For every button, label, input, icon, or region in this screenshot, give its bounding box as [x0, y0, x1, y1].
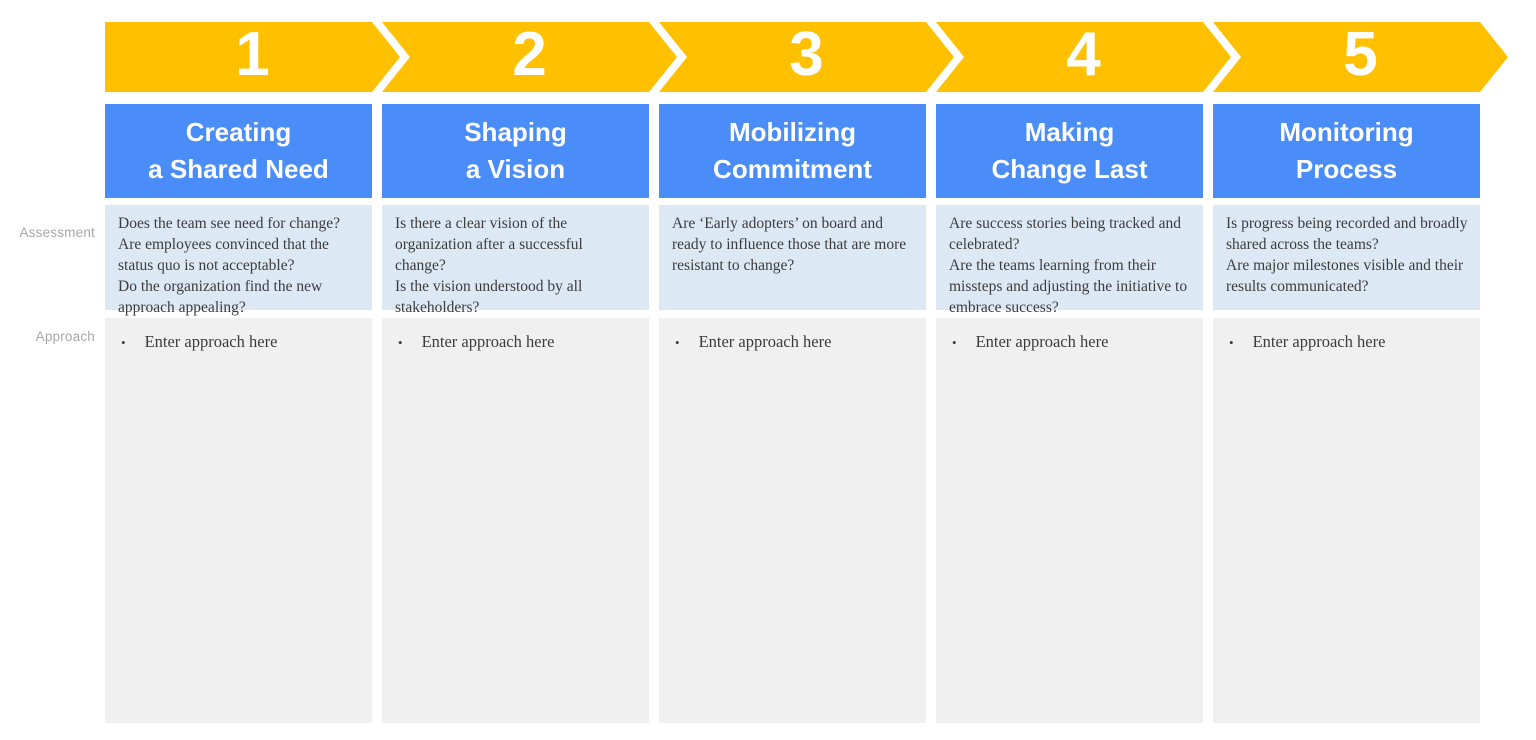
approach-box[interactable]: • Enter approach here [1213, 318, 1480, 723]
row-label-assessment: Assessment [19, 225, 95, 240]
bullet-icon: • [121, 335, 126, 350]
approach-item: • Enter approach here [119, 332, 360, 352]
assessment-question: Are success stories being tracked and ce… [949, 215, 1181, 253]
assessment-question: Is there a clear vision of the organizat… [395, 215, 583, 274]
step-title-line2: a Vision [465, 154, 566, 184]
step-chevron: 4 [936, 22, 1203, 92]
step-title-line1: Creating [185, 117, 292, 147]
step-number: 2 [512, 20, 547, 89]
step-chevron: 1 [105, 22, 372, 92]
assessment-question: Are employees convinced that the status … [118, 236, 329, 274]
approach-item: • Enter approach here [396, 332, 637, 352]
approach-placeholder-text[interactable]: Enter approach here [698, 332, 832, 351]
approach-item: • Enter approach here [1227, 332, 1468, 352]
assessment-question: Is the vision understood by all stakehol… [395, 278, 583, 316]
step-title-box: Making Change Last [936, 104, 1203, 198]
approach-box[interactable]: • Enter approach here [659, 318, 926, 723]
step-chevron: 2 [382, 22, 649, 92]
assessment-question: Do the organization find the new approac… [118, 278, 323, 316]
approach-placeholder-text[interactable]: Enter approach here [975, 332, 1109, 351]
row-label-approach: Approach [35, 329, 95, 344]
step-title-line1: Shaping [464, 117, 567, 147]
step-title-box: Monitoring Process [1213, 104, 1480, 198]
assessment-box: Are ‘Early adopters’ on board and ready … [659, 205, 926, 310]
approach-item: • Enter approach here [950, 332, 1191, 352]
approach-item: • Enter approach here [673, 332, 914, 352]
step-title-line2: Change Last [991, 154, 1148, 184]
assessment-question: Are major milestones visible and their r… [1226, 257, 1464, 295]
approach-placeholder-text[interactable]: Enter approach here [421, 332, 555, 351]
step-title-line2: Commitment [713, 154, 872, 184]
step-number: 4 [1066, 20, 1101, 89]
chevron-arrow-icon: 2 [382, 22, 677, 92]
step-title-line2: a Shared Need [148, 154, 329, 184]
assessment-box: Is there a clear vision of the organizat… [382, 205, 649, 316]
step-title-box: Shaping a Vision [382, 104, 649, 198]
chevron-arrow-icon: 4 [936, 22, 1231, 92]
bullet-icon: • [675, 335, 680, 350]
step-chevron: 3 [659, 22, 926, 92]
chevron-arrow-icon: 5 [1213, 22, 1508, 92]
chevron-arrow-icon: 1 [105, 22, 400, 92]
step-title-box: Creating a Shared Need [105, 104, 372, 198]
chevron-arrow-icon: 3 [659, 22, 954, 92]
assessment-question: Does the team see need for change? [118, 215, 341, 232]
step-title-line1: Making [1024, 117, 1115, 147]
step-title-line1: Monitoring [1279, 117, 1414, 147]
step-chevron: 5 [1213, 22, 1480, 92]
bullet-icon: • [952, 335, 957, 350]
assessment-box: Is progress being recorded and broadly s… [1213, 205, 1480, 310]
step-number: 1 [235, 20, 270, 89]
assessment-box: Does the team see need for change? Are em… [105, 205, 372, 316]
assessment-question: Are ‘Early adopters’ on board and ready … [672, 215, 907, 274]
assessment-question: Is progress being recorded and broadly s… [1226, 215, 1468, 253]
step-title-line2: Process [1295, 154, 1398, 184]
step-title-box: Mobilizing Commitment [659, 104, 926, 198]
approach-box[interactable]: • Enter approach here [105, 318, 372, 723]
approach-box[interactable]: • Enter approach here [382, 318, 649, 723]
assessment-question: Are the teams learning from their misste… [949, 257, 1188, 316]
approach-placeholder-text[interactable]: Enter approach here [144, 332, 278, 351]
approach-placeholder-text[interactable]: Enter approach here [1252, 332, 1386, 351]
bullet-icon: • [1229, 335, 1234, 350]
approach-box[interactable]: • Enter approach here [936, 318, 1203, 723]
step-number: 3 [789, 20, 824, 89]
assessment-box: Are success stories being tracked and ce… [936, 205, 1203, 316]
bullet-icon: • [398, 335, 403, 350]
step-number: 5 [1343, 20, 1378, 89]
step-title-line1: Mobilizing [728, 117, 857, 147]
